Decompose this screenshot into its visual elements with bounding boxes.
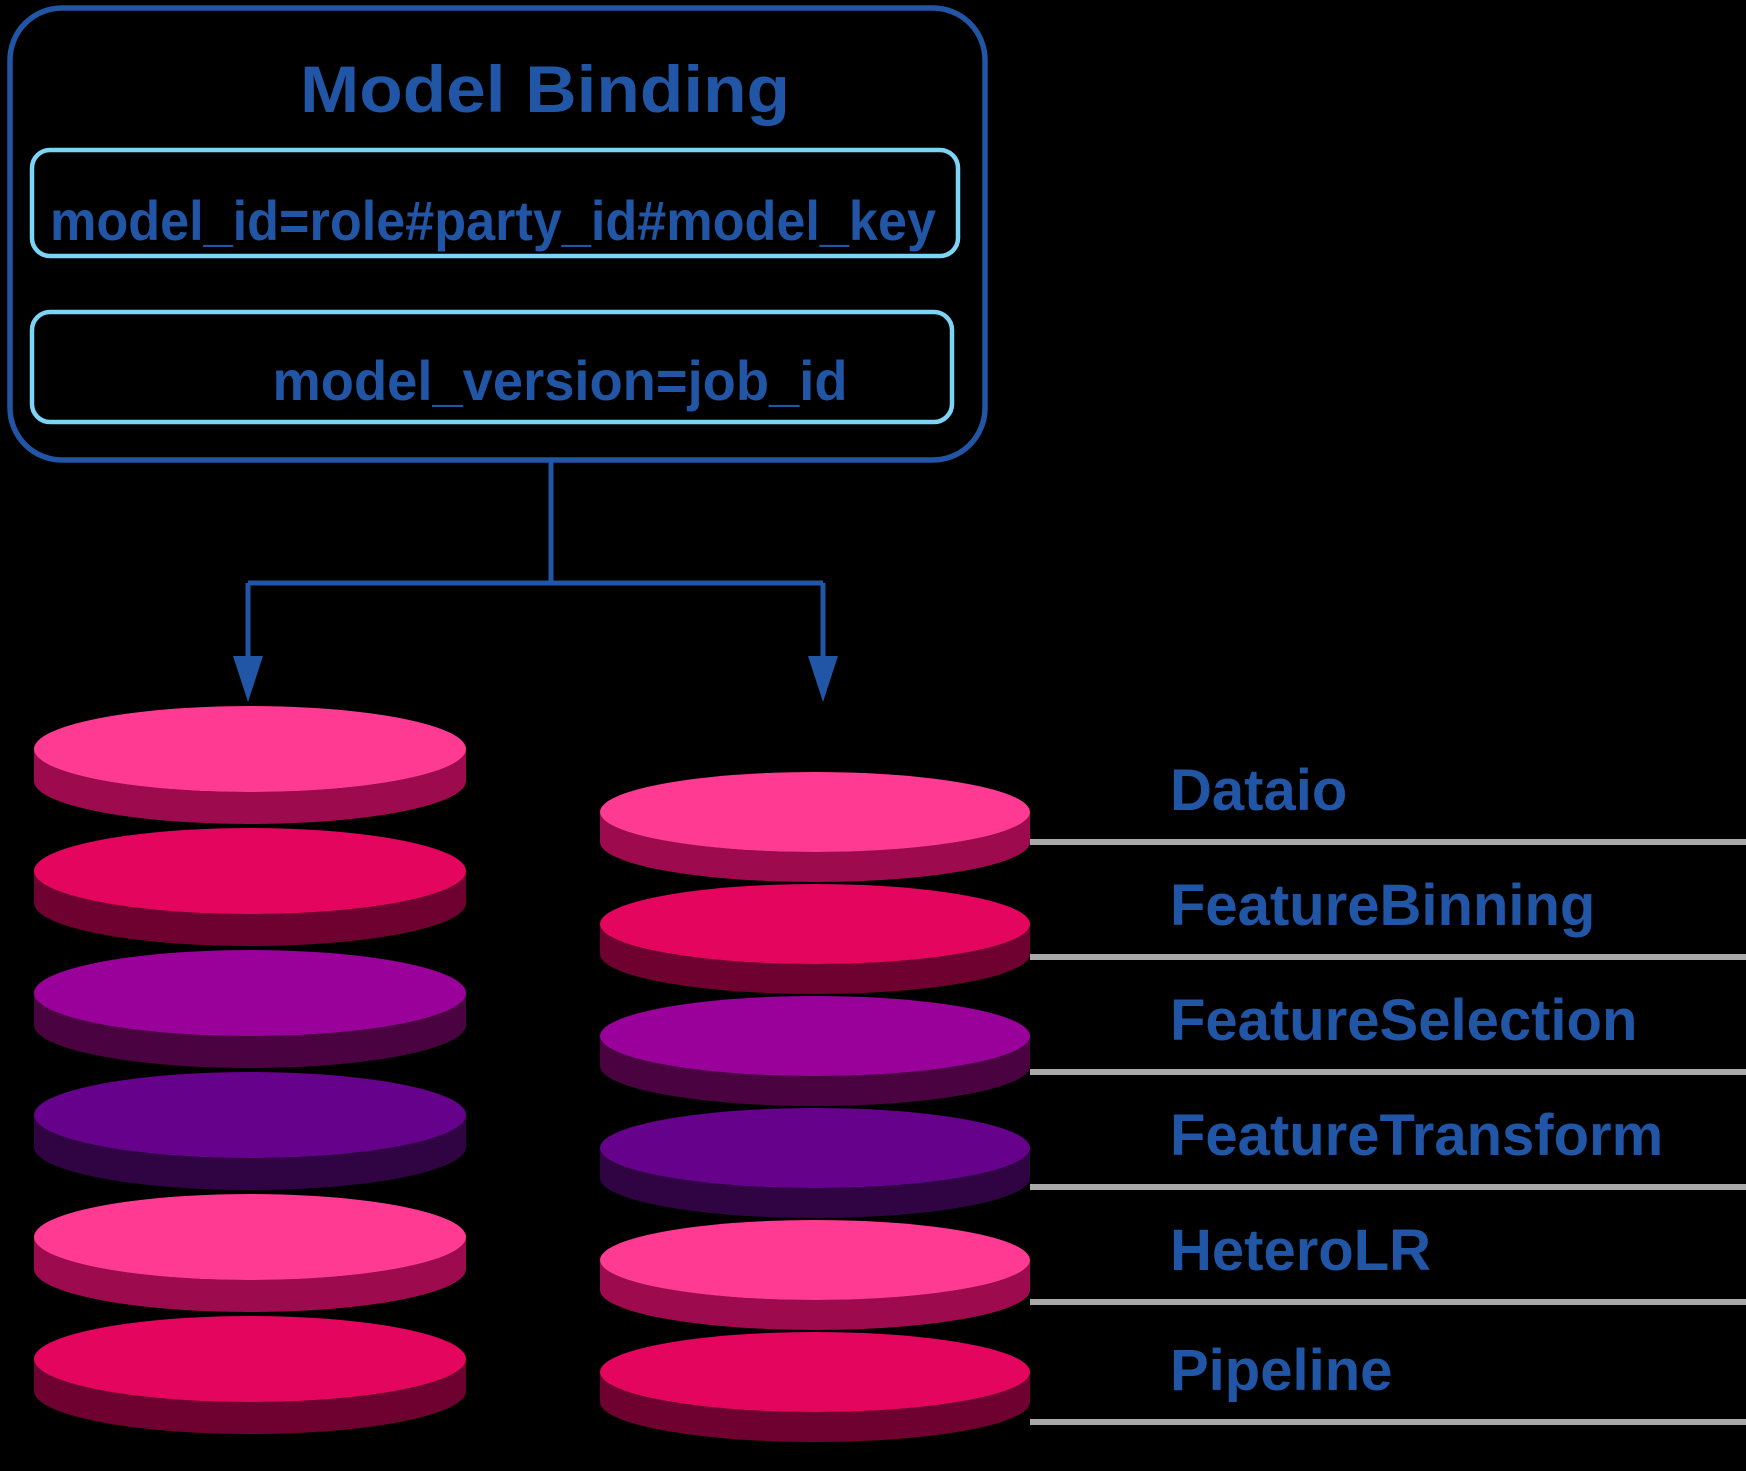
disk-2-face — [600, 884, 1030, 964]
disk-4-side — [600, 1148, 1030, 1218]
component-label-dataio: Dataio — [1170, 758, 1347, 823]
component-label-featurebinning: FeatureBinning — [1170, 873, 1595, 938]
disk-5-face — [34, 1194, 466, 1280]
disk-1-side — [600, 812, 1030, 882]
disk-2-side — [600, 924, 1030, 994]
model-id-field-text: model_id=role#party_id#model_key — [50, 189, 936, 252]
disk-2-face — [34, 828, 466, 914]
disk-5-side — [600, 1260, 1030, 1330]
component-label-featuretransform: FeatureTransform — [1170, 1103, 1663, 1168]
disk-4-face — [600, 1108, 1030, 1188]
disk-3-side — [34, 993, 466, 1068]
model-version-field-text: model_version=job_id — [273, 349, 848, 412]
disk-3-face — [34, 950, 466, 1036]
disk-6-face — [600, 1332, 1030, 1412]
component-label-list: DataioFeatureBinningFeatureSelectionFeat… — [1030, 758, 1746, 1425]
disk-3-side — [600, 1036, 1030, 1106]
disk-3-face — [600, 996, 1030, 1076]
disk-6-face — [34, 1316, 466, 1402]
connector-arrows — [233, 460, 838, 702]
model-id-field-box — [29, 147, 961, 259]
model-stack-left — [34, 706, 466, 1434]
model-binding-box — [7, 5, 988, 463]
disk-1-face — [34, 706, 466, 792]
disk-6-side — [600, 1372, 1030, 1442]
disk-6-side — [34, 1359, 466, 1434]
model-binding-group: Model Binding model_id=role#party_id#mod… — [7, 5, 988, 463]
model-version-field-box — [29, 309, 955, 425]
component-label-pipeline: Pipeline — [1170, 1338, 1392, 1403]
component-label-heterolr: HeteroLR — [1170, 1218, 1431, 1283]
disk-5-side — [34, 1237, 466, 1312]
disk-1-side — [34, 749, 466, 824]
connector-line — [245, 460, 826, 662]
disk-5-face — [600, 1220, 1030, 1300]
model-binding-title: Model Binding — [300, 52, 790, 126]
component-label-featureselection: FeatureSelection — [1170, 988, 1637, 1053]
arrow-down-icon — [233, 656, 263, 702]
model-stack-right — [600, 772, 1030, 1442]
disk-4-face — [34, 1072, 466, 1158]
disk-2-side — [34, 871, 466, 946]
arrow-down-icon — [808, 656, 838, 702]
disk-4-side — [34, 1115, 466, 1190]
disk-1-face — [600, 772, 1030, 852]
